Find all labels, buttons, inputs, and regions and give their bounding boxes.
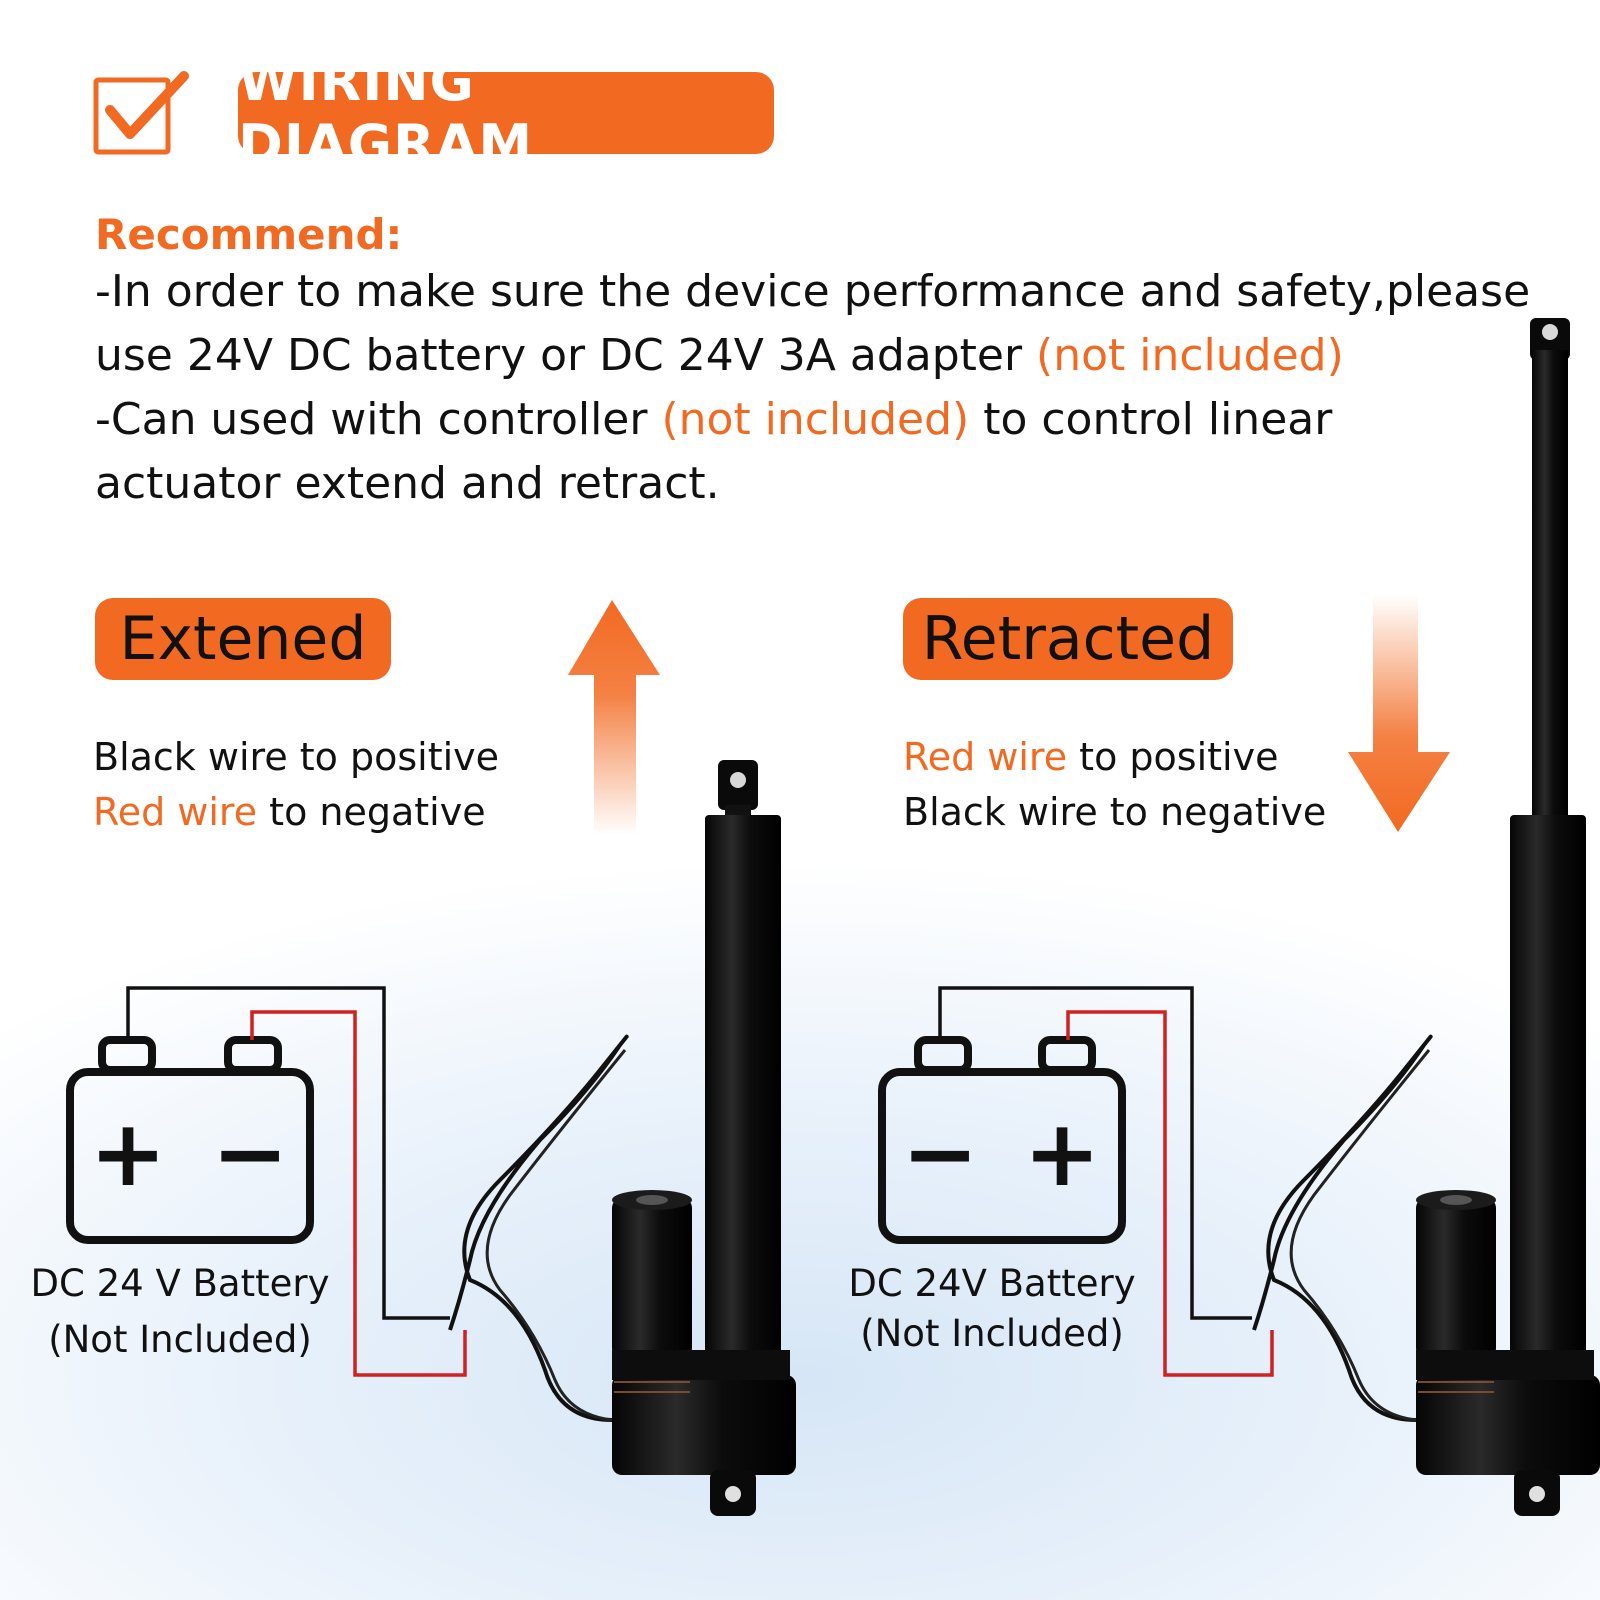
recommend-line-1: -In order to make sure the device perfor… — [95, 266, 1531, 317]
arrow-up-icon — [568, 600, 660, 835]
retracted-red-wire-text: Red wire to positive — [903, 735, 1278, 779]
battery-right-terminal-2: + — [1023, 1100, 1100, 1207]
left-battery-note: (Not Included) — [48, 1318, 312, 1361]
extended-black-wire-text: Black wire to positive — [93, 735, 500, 779]
recommend-line-3-pre: -Can used with controller — [95, 394, 662, 445]
recommend-line-4: actuator extend and retract. — [95, 458, 720, 509]
recommend-title: Recommend: — [95, 210, 403, 259]
recommend-line-2-text: use 24V DC battery or DC 24V 3A adapter — [95, 330, 1037, 381]
battery-left-terminal-1: + — [89, 1100, 166, 1207]
actuator-extended — [448, 760, 796, 1516]
left-red-wire — [250, 1010, 467, 1377]
retracted-black-wire-text: Black wire to negative — [903, 790, 1327, 834]
right-battery-label: DC 24V Battery — [848, 1262, 1136, 1305]
retracted-red-wire-label: Red wire — [903, 735, 1068, 779]
extended-red-wire-text: Red wire to negative — [93, 790, 486, 834]
battery-left-terminal-2: − — [211, 1100, 288, 1207]
extended-red-wire-label: Red wire — [93, 790, 258, 834]
battery-icon-right — [878, 1036, 1126, 1244]
right-battery-note: (Not Included) — [860, 1312, 1124, 1355]
extended-badge: Extened — [95, 598, 391, 680]
controller-not-included-note: (not included) — [661, 394, 970, 445]
extended-red-wire-rest: to negative — [257, 790, 486, 834]
not-included-note: (not included) — [1036, 330, 1344, 381]
arrow-down-icon — [1348, 595, 1450, 832]
actuator-retracted — [1252, 318, 1600, 1516]
recommend-line-2: use 24V DC battery or DC 24V 3A adapter … — [95, 324, 1344, 388]
right-black-wire — [938, 986, 1252, 1320]
recommend-line-3: -Can used with controller (not included)… — [95, 388, 1332, 452]
retracted-badge: Retracted — [903, 598, 1233, 680]
recommend-line-3-post: to control linear — [969, 394, 1333, 445]
checkbox-check-icon — [93, 71, 189, 155]
left-black-wire — [126, 986, 450, 1320]
battery-right-terminal-1: − — [901, 1100, 978, 1207]
retracted-red-wire-rest: to positive — [1067, 735, 1279, 779]
left-battery-label: DC 24 V Battery — [30, 1262, 330, 1305]
right-red-wire — [1066, 1010, 1274, 1377]
